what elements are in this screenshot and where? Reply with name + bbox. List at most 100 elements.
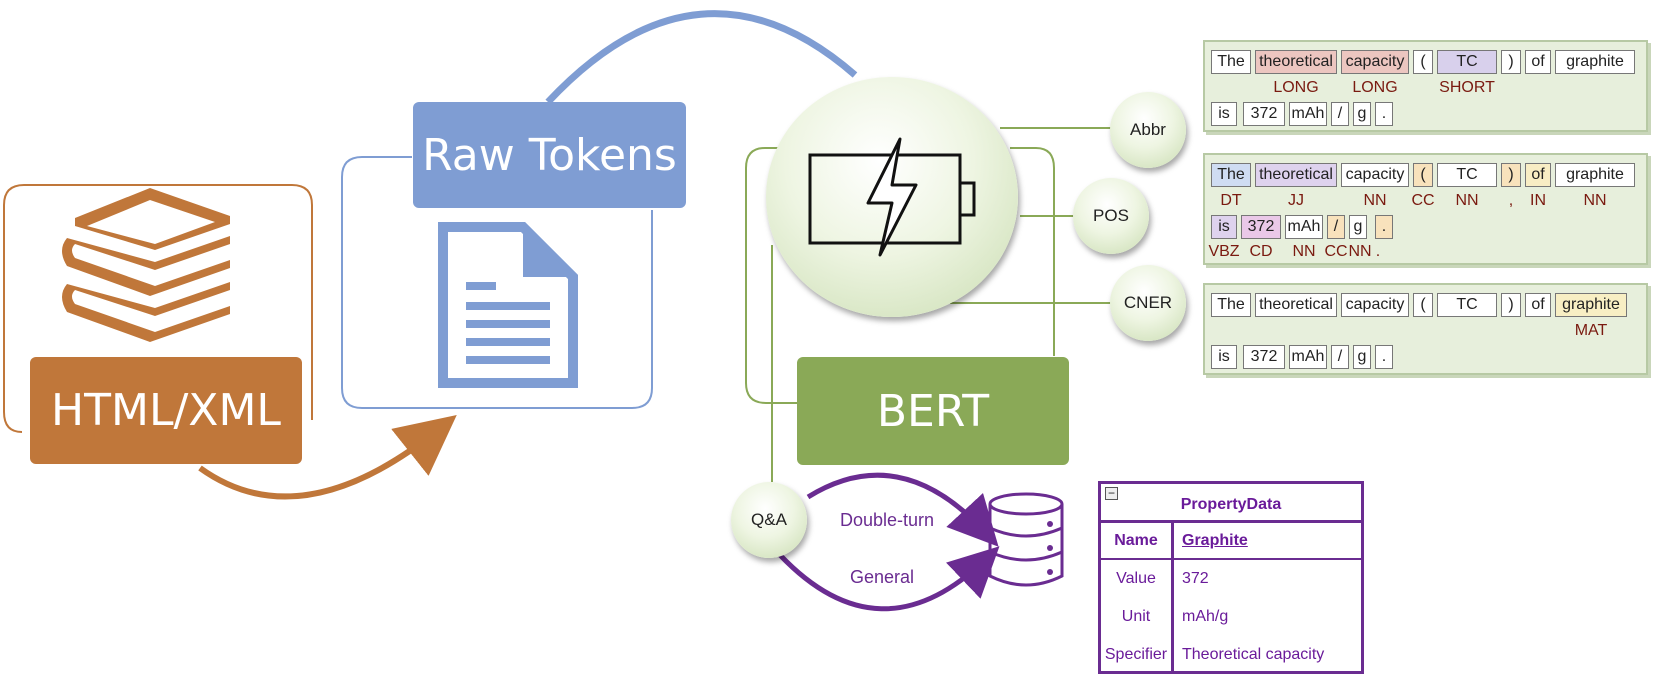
tag: SHORT <box>1439 79 1495 96</box>
tag: NN <box>1363 192 1387 209</box>
title-divider <box>1101 520 1361 523</box>
token: ( <box>1413 50 1433 74</box>
collapse-button[interactable]: − <box>1105 487 1118 500</box>
token: . <box>1375 345 1393 369</box>
database-icon <box>988 492 1064 587</box>
tag: CD <box>1249 243 1273 260</box>
token: ( <box>1413 293 1433 317</box>
token: theoretical <box>1255 293 1337 317</box>
double-turn-label: Double-turn <box>840 510 935 530</box>
row-value-unit: mAh/g <box>1182 608 1229 625</box>
battery-icon <box>808 137 976 257</box>
token: . <box>1375 102 1393 126</box>
tag: CC <box>1411 192 1435 209</box>
token: 372 <box>1243 345 1285 369</box>
task-abbr-label: Abbr <box>1130 120 1166 139</box>
tokens-to-model-arc <box>545 10 858 105</box>
html-xml-box: HTML/XML <box>30 357 302 464</box>
battery-sphere <box>766 77 1018 317</box>
token: graphite <box>1555 293 1627 317</box>
cner-panel: The theoretical capacity ( TC ) of graph… <box>1203 283 1648 375</box>
abbr-panel: The theoretical capacity ( TC ) of graph… <box>1203 40 1648 132</box>
task-pos-label: POS <box>1093 206 1129 225</box>
row-key-name: Name <box>1114 532 1158 549</box>
property-data-table: − PropertyData Name Graphite Value 372 U… <box>1098 481 1364 674</box>
header-divider <box>1101 558 1361 560</box>
token: is <box>1211 215 1237 239</box>
property-data-title: PropertyData <box>1180 496 1282 513</box>
row-key-specifier: Specifier <box>1104 646 1168 663</box>
raw-tokens-box: Raw Tokens <box>413 102 686 208</box>
tag: IN <box>1530 192 1546 209</box>
token: capacity <box>1341 50 1409 74</box>
tag: MAT <box>1574 322 1608 339</box>
tag: VBZ <box>1208 243 1240 260</box>
token: graphite <box>1555 50 1635 74</box>
token: ) <box>1501 163 1521 187</box>
token: ) <box>1501 293 1521 317</box>
source-group-outline <box>3 184 313 433</box>
task-qa: Q&A <box>731 482 807 558</box>
token: of <box>1525 163 1551 187</box>
token: graphite <box>1555 163 1635 187</box>
token: of <box>1525 50 1551 74</box>
row-key-value: Value <box>1116 570 1156 587</box>
token: capacity <box>1341 293 1409 317</box>
tag: , <box>1508 192 1514 209</box>
tag: . <box>1375 243 1381 260</box>
tag: NN <box>1583 192 1607 209</box>
token: TC <box>1437 50 1497 74</box>
token: ( <box>1413 163 1433 187</box>
token: theoretical <box>1255 163 1337 187</box>
document-icon <box>438 222 578 388</box>
task-cner: CNER <box>1110 265 1186 341</box>
tag: LONG <box>1352 79 1398 96</box>
general-arrow <box>778 546 1000 612</box>
token: capacity <box>1341 163 1409 187</box>
tag: NN <box>1348 243 1372 260</box>
tag: JJ <box>1288 192 1304 209</box>
html-xml-label: HTML/XML <box>51 385 281 436</box>
token: / <box>1331 345 1349 369</box>
token: TC <box>1437 293 1497 317</box>
row-value-specifier: Theoretical capacity <box>1182 646 1325 663</box>
task-cner-label: CNER <box>1123 293 1173 312</box>
model-group-outline <box>745 147 800 404</box>
bert-box: BERT <box>797 357 1069 465</box>
token: / <box>1331 102 1349 126</box>
task-abbr: Abbr <box>1110 92 1186 168</box>
bert-label: BERT <box>876 385 990 437</box>
token: theoretical <box>1255 50 1337 74</box>
raw-tokens-label: Raw Tokens <box>422 129 677 181</box>
token: . <box>1375 215 1393 239</box>
task-qa-label: Q&A <box>751 510 787 529</box>
token: / <box>1327 215 1345 239</box>
token: mAh <box>1289 345 1327 369</box>
general-label: General <box>850 567 915 587</box>
books-icon <box>62 188 230 342</box>
token: The <box>1211 50 1251 74</box>
task-pos: POS <box>1073 178 1149 254</box>
token: g <box>1353 102 1371 126</box>
token: is <box>1211 345 1237 369</box>
source-to-tokens-arrow <box>198 415 457 500</box>
row-value-value: 372 <box>1182 570 1209 587</box>
tag: DT <box>1220 192 1242 209</box>
pos-panel: The theoretical capacity ( TC ) of graph… <box>1203 153 1648 265</box>
token: The <box>1211 293 1251 317</box>
token: is <box>1211 102 1237 126</box>
row-key-unit: Unit <box>1121 608 1151 625</box>
token: mAh <box>1285 215 1323 239</box>
tag: NN <box>1455 192 1479 209</box>
tag: LONG <box>1273 79 1319 96</box>
token: 372 <box>1243 102 1285 126</box>
token: g <box>1349 215 1367 239</box>
row-value-name[interactable]: Graphite <box>1182 532 1248 549</box>
token: mAh <box>1289 102 1327 126</box>
double-turn-arrow <box>806 472 999 547</box>
tag: NN <box>1292 243 1316 260</box>
model-group-outline-right <box>1010 147 1055 356</box>
token: ) <box>1501 50 1521 74</box>
